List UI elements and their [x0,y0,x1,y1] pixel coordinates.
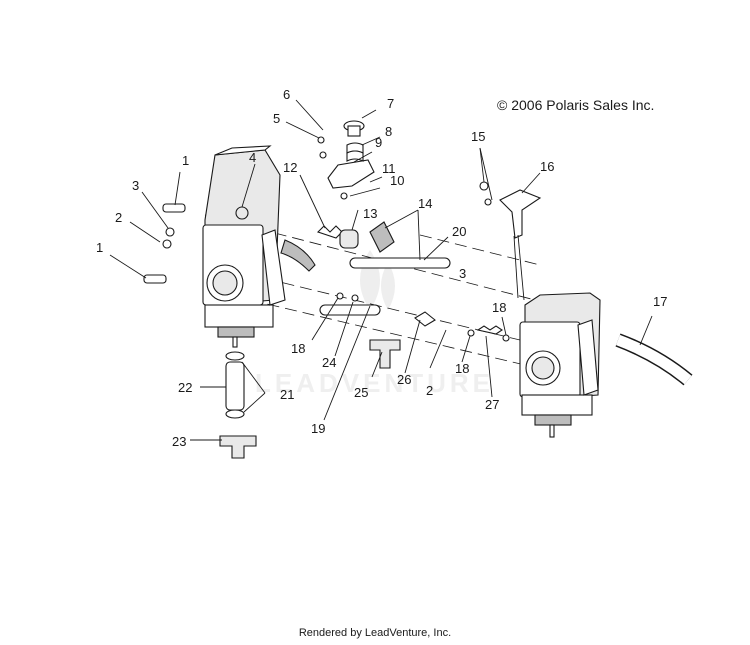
callout-27: 27 [485,397,499,412]
callout-24: 24 [322,355,336,370]
callout-12: 12 [283,160,297,175]
screws [143,136,492,284]
callout-3-left: 3 [132,178,139,193]
callout-13: 13 [363,206,377,221]
callouts: 1 1 2 2 3 3 4 5 6 7 8 9 10 11 12 13 14 1… [96,87,667,449]
callout-21: 21 [280,387,294,402]
callout-11: 11 [382,161,396,176]
callout-1-top: 1 [182,153,189,168]
callout-2-left: 2 [115,210,122,225]
right-carburetor [519,292,601,438]
watermark: LEADVENTURE [255,250,494,398]
callout-5: 5 [273,111,280,126]
callout-2-right: 2 [426,383,433,398]
top-bracket [327,120,375,189]
callout-25: 25 [354,385,368,400]
callout-23: 23 [172,434,186,449]
callout-1-bottom: 1 [96,240,103,255]
left-carburetor [202,145,316,348]
vent-hose [615,333,693,386]
callout-20: 20 [452,224,466,239]
fuel-hose-parts [219,351,257,459]
right-bracket [499,189,542,301]
callout-17: 17 [653,294,667,309]
callout-3-right: 3 [459,266,466,281]
callout-9: 9 [375,135,382,150]
callout-18-middle: 18 [455,361,469,376]
watermark-text: LEADVENTURE [255,368,494,398]
callout-7: 7 [387,96,394,111]
callout-22: 22 [178,380,192,395]
callout-8: 8 [385,124,392,139]
copyright-notice: © 2006 Polaris Sales Inc. [497,97,655,113]
choke-parts [316,221,510,369]
footer-credit: Rendered by LeadVenture, Inc. [298,627,452,639]
callout-19: 19 [311,421,325,436]
callout-14: 14 [418,196,432,211]
callout-18-left: 18 [291,341,305,356]
callout-10: 10 [390,173,404,188]
callout-15: 15 [471,129,485,144]
callout-4: 4 [249,150,256,165]
leader-lines [109,99,653,441]
callout-26: 26 [397,372,411,387]
callout-6: 6 [283,87,290,102]
callout-16: 16 [540,159,554,174]
callout-18-right: 18 [492,300,506,315]
